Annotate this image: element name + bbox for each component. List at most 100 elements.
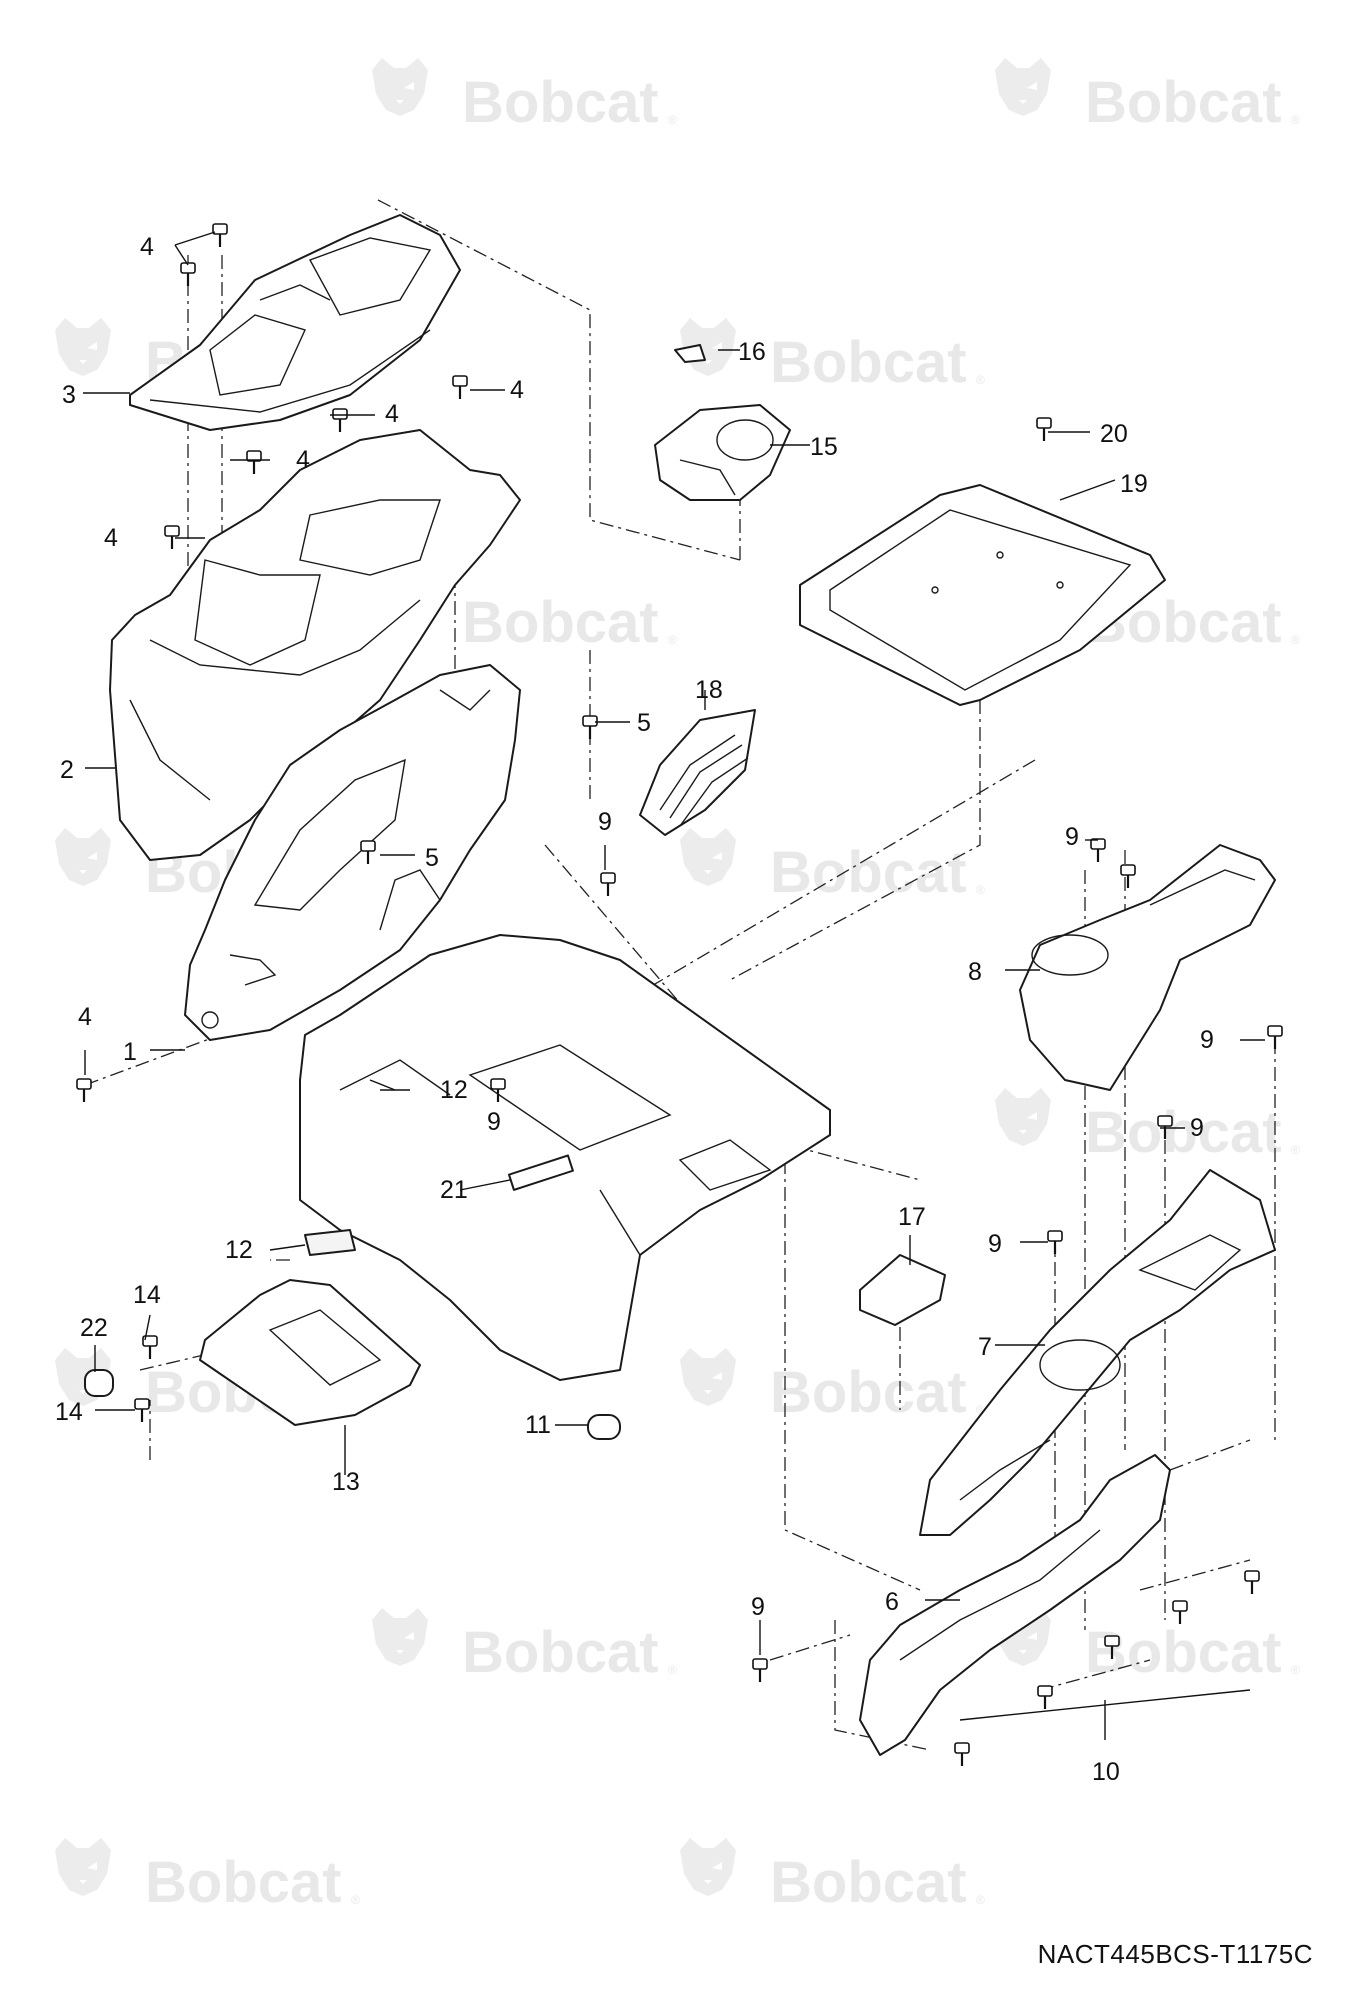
callout-5: 5 (425, 844, 439, 872)
watermark-reg: ® (976, 883, 985, 897)
watermark: Bobcat ® (55, 1838, 360, 1915)
callout-5: 5 (637, 709, 651, 737)
callout-12: 12 (440, 1076, 468, 1104)
part-2-console-cover (109, 429, 521, 861)
watermark-reg: ® (1291, 1663, 1300, 1677)
callout-4: 4 (140, 233, 154, 261)
callout-7: 7 (978, 1333, 992, 1361)
bolt (331, 407, 349, 434)
drawing-id: NACT445BCS-T1175C (1037, 1939, 1313, 1969)
callout-4: 4 (296, 446, 310, 474)
part-6-lower-side-panel (859, 1454, 1171, 1756)
callout-11: 11 (525, 1411, 551, 1439)
callout-9: 9 (988, 1230, 1002, 1258)
bolt (1243, 1569, 1261, 1596)
part-16-clip (674, 344, 706, 363)
bolt (1035, 416, 1053, 443)
callout-9: 9 (487, 1108, 501, 1136)
watermark-reg: ® (1291, 633, 1300, 647)
watermark-reg: ® (976, 1403, 985, 1417)
watermark-text: Bobcat (1085, 1100, 1282, 1165)
watermark-text: Bobcat (462, 1620, 659, 1685)
part-1-lower-console (184, 664, 521, 1041)
callout-18: 18 (695, 676, 723, 704)
bolt (1046, 1229, 1064, 1256)
part-22-plug (84, 1369, 114, 1397)
callout-9: 9 (1065, 823, 1079, 851)
callout-6: 6 (885, 1588, 899, 1616)
watermark: Bobcat ® (372, 1608, 677, 1685)
callout-12: 12 (225, 1236, 253, 1264)
bolt (1036, 1684, 1054, 1711)
callout-8: 8 (968, 958, 982, 986)
watermark: Bobcat ® (680, 1838, 985, 1915)
callout-4: 4 (385, 400, 399, 428)
watermark-text: Bobcat (145, 1850, 342, 1915)
watermark-reg: ® (1291, 1143, 1300, 1157)
callout-labels: 4 3 4 4 4 4 2 1 4 5 5 9 16 15 20 19 18 9… (55, 233, 1214, 1786)
callout-9: 9 (1190, 1114, 1204, 1142)
bolt (751, 1657, 769, 1684)
bolt (451, 374, 469, 401)
watermark-reg: ® (351, 1893, 360, 1907)
part-11-grommet (587, 1414, 621, 1440)
bolt (953, 1741, 971, 1768)
part-18-vent-grille (639, 709, 756, 836)
callout-4: 4 (104, 524, 118, 552)
bolt (211, 222, 229, 249)
watermark: Bobcat ® (680, 318, 985, 395)
leader-lines (83, 231, 1265, 1740)
part-19-floor-tray (799, 484, 1166, 706)
part-7-side-console (919, 1169, 1276, 1536)
watermark: Bobcat ® (680, 1348, 985, 1425)
watermark-text: Bobcat (770, 840, 967, 905)
watermark-text: Bobcat (462, 590, 659, 655)
bolt (1266, 1024, 1284, 1051)
callout-14: 14 (55, 1398, 83, 1426)
bolt (245, 449, 263, 476)
callout-20: 20 (1100, 420, 1128, 448)
watermark-text: Bobcat (770, 1360, 967, 1425)
bolt (1089, 837, 1107, 864)
callout-14: 14 (133, 1281, 161, 1309)
callout-15: 15 (810, 433, 838, 461)
callout-9: 9 (598, 808, 612, 836)
part-3-top-trim (129, 214, 461, 431)
watermark-reg: ® (1291, 113, 1300, 127)
callout-22: 22 (80, 1314, 108, 1342)
bolt (581, 714, 599, 741)
watermark: Bobcat ® (372, 58, 677, 135)
callout-19: 19 (1120, 470, 1148, 498)
callout-16: 16 (738, 338, 766, 366)
part-17-lid (859, 1254, 946, 1326)
callout-4: 4 (510, 376, 524, 404)
center-frame (299, 934, 831, 1381)
callout-17: 17 (898, 1203, 926, 1231)
bolt (75, 1077, 93, 1104)
part-15-cupholder-insert (654, 404, 791, 501)
callout-4: 4 (78, 1003, 92, 1031)
watermark-text: Bobcat (462, 70, 659, 135)
watermark-text: Bobcat (770, 1850, 967, 1915)
watermark: Bobcat ® (995, 58, 1300, 135)
watermark-reg: ® (976, 373, 985, 387)
bolt (1119, 863, 1137, 890)
callout-1: 1 (123, 1038, 137, 1066)
callout-2: 2 (60, 756, 74, 784)
callout-10: 10 (1092, 1758, 1120, 1786)
watermark-text: Bobcat (1085, 70, 1282, 135)
watermark-text: Bobcat (770, 330, 967, 395)
watermark-reg: ® (668, 633, 677, 647)
watermark: Bobcat ® (680, 828, 985, 905)
watermark-reg: ® (976, 1893, 985, 1907)
watermark-reg: ® (668, 1663, 677, 1677)
watermark: Bobcat ® (995, 1088, 1300, 1165)
watermark: Bobcat ® (995, 1608, 1300, 1685)
watermark-reg: ® (668, 113, 677, 127)
callout-9: 9 (1200, 1026, 1214, 1054)
part-13-boot (199, 1279, 421, 1426)
bolt (179, 261, 197, 288)
watermark-text: Bobcat (1085, 1620, 1282, 1685)
callout-13: 13 (332, 1468, 360, 1496)
